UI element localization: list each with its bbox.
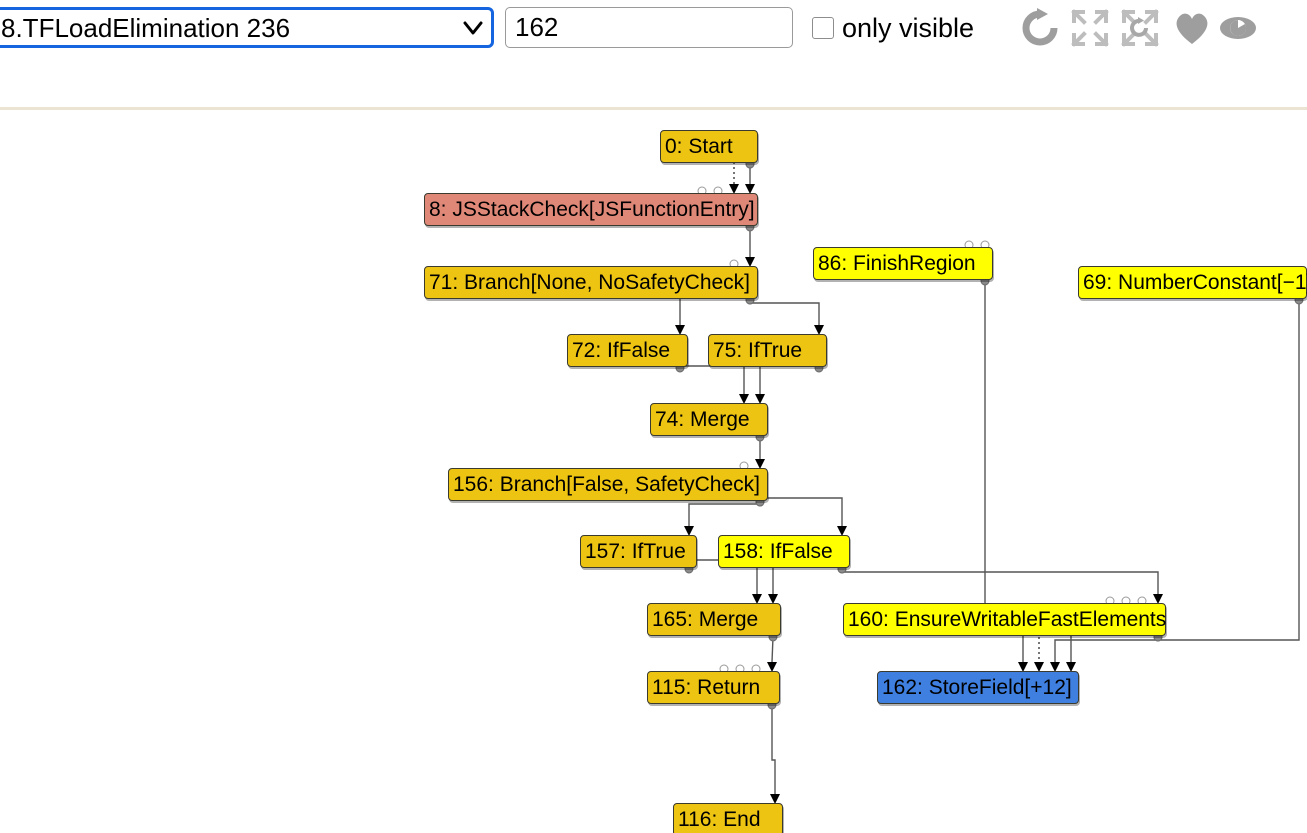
graph-node-label: 158: IfFalse [723,540,833,563]
only-visible-checkbox[interactable] [812,17,834,39]
graph-node-label: 116: End [678,808,761,831]
graph-node-0[interactable]: 0: Start [660,130,758,163]
graph-node-label: 165: Merge [652,608,759,631]
expand-all-icon[interactable] [1068,6,1112,50]
graph-canvas[interactable]: 0: Start 8: JSStackCheck[JSFunctionEntry]… [0,113,1307,833]
graph-node-115[interactable]: 115: Return [647,671,780,704]
graph-node-8[interactable]: 8: JSStackCheck[JSFunctionEntry] [424,193,758,226]
graph-node-69[interactable]: 69: NumberConstant[−1] [1078,266,1307,299]
graph-node-162[interactable]: 162: StoreField[+12] [877,671,1079,704]
only-visible-label: only visible [842,12,975,43]
toolbar: 8.TFLoadElimination 236 only visible [0,0,1307,153]
graph-node-160[interactable]: 160: EnsureWritableFastElements [843,603,1166,636]
refresh-icon[interactable] [1018,6,1062,50]
graph-node-label: 156: Branch[False, SafetyCheck] [453,473,760,496]
graph-node-label: 74: Merge [655,408,750,431]
graph-node-75[interactable]: 75: IfTrue [708,334,827,367]
toolbar-row-secondary [0,55,1307,153]
graph-node-158[interactable]: 158: IfFalse [718,535,850,568]
graph-node-74[interactable]: 74: Merge [650,403,768,436]
graph-node-label: 160: EnsureWritableFastElements [848,608,1167,631]
graph-node-label: 72: IfFalse [572,339,671,362]
graph-node-label: 8: JSStackCheck[JSFunctionEntry] [429,198,755,221]
toolbar-row-primary: 8.TFLoadElimination 236 only visible [0,0,1307,55]
graph-node-165[interactable]: 165: Merge [647,603,781,636]
only-visible-checkbox-wrapper[interactable]: only visible [812,10,974,46]
phase-select[interactable]: 8.TFLoadElimination 236 [0,7,494,48]
fit-refresh-icon[interactable] [1118,6,1162,50]
graph-node-label: 0: Start [665,135,733,158]
graph-node-label: 157: IfTrue [585,540,686,563]
eye-icon[interactable] [1216,6,1260,50]
graph-node-156[interactable]: 156: Branch[False, SafetyCheck] [448,468,768,501]
graph-node-label: 69: NumberConstant[−1] [1083,271,1307,294]
graph-node-72[interactable]: 72: IfFalse [567,334,688,367]
graph-node-116[interactable]: 116: End [673,803,783,833]
graph-node-86[interactable]: 86: FinishRegion [813,247,993,280]
graph-node-157[interactable]: 157: IfTrue [580,535,697,568]
search-input[interactable] [505,7,793,48]
heart-icon[interactable] [1170,6,1214,50]
graph-node-label: 75: IfTrue [713,339,803,362]
graph-node-label: 86: FinishRegion [818,252,976,275]
graph-node-71[interactable]: 71: Branch[None, NoSafetyCheck] [424,266,758,299]
graph-node-label: 115: Return [652,676,761,699]
graph-node-label: 162: StoreField[+12] [882,676,1072,699]
graph-node-label: 71: Branch[None, NoSafetyCheck] [429,271,751,294]
